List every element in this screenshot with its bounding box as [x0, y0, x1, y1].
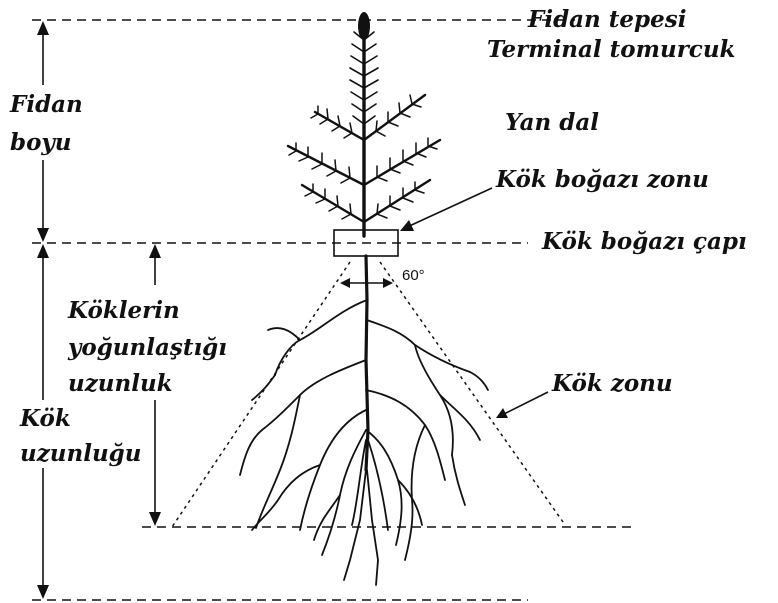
arrowhead-up-icon [37, 21, 49, 35]
root-zone-right-edge [380, 262, 563, 522]
kok-bogazi-zonu-pointer [405, 188, 492, 228]
label-kok-bogazi-capi: Kök boğazı çapı [541, 228, 747, 255]
label-boyu: boyu [10, 129, 72, 156]
label-kok-bogazi-zonu: Kök boğazı zonu [495, 166, 709, 193]
label-koklerin: Köklerin [67, 297, 180, 324]
arrowhead-up-icon [149, 244, 161, 258]
arrowhead-down-icon [149, 512, 161, 526]
arrowhead-up-icon [37, 244, 49, 258]
angle-arrowhead-right-icon [383, 278, 393, 288]
label-yan-dal: Yan dal [505, 109, 599, 136]
kok-zonu-pointer [500, 392, 548, 416]
label-yogunlastigi: yoğunlaştığı [67, 334, 227, 361]
root-system [240, 256, 488, 585]
label-uzunluk: uzunluk [68, 370, 173, 397]
label-fidan: Fidan [9, 91, 83, 118]
label-kok-zonu: Kök zonu [551, 370, 673, 397]
label-angle: 60° [402, 267, 425, 284]
angle-arrowhead-left-icon [340, 278, 350, 288]
label-kok: Kök [19, 405, 71, 432]
arrowhead-down-icon [37, 585, 49, 599]
side-branch-right-3 [364, 180, 430, 222]
label-uzunlugu: uzunluğu [20, 440, 142, 467]
seedling-shoot [288, 12, 440, 236]
label-fidan-tepesi: Fidan tepesi [527, 6, 686, 33]
arrowhead-down-icon [37, 228, 49, 242]
label-terminal-tomurcuk: Terminal tomurcuk [487, 36, 735, 63]
side-branch-left-3 [302, 185, 364, 222]
root-zone-left-edge [172, 262, 350, 527]
side-branch-left-2 [288, 146, 364, 185]
